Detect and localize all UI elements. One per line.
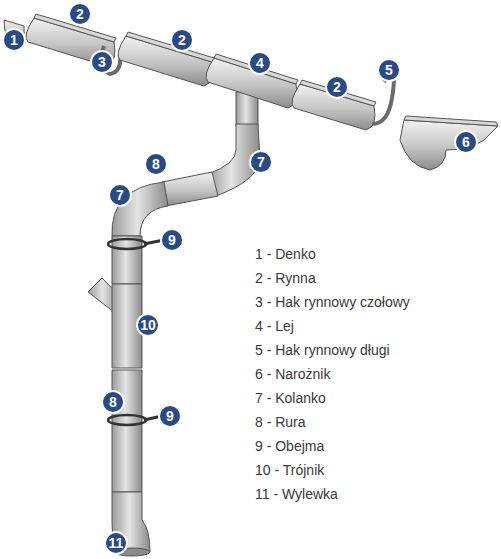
callout-circle: [250, 151, 272, 173]
callout-circle: [159, 405, 181, 427]
callout-circle: [249, 52, 271, 74]
bracket-ring: [108, 239, 146, 249]
callout-text: 7: [257, 155, 265, 169]
long-hook: [372, 75, 394, 124]
part-name: 4 - Lej: [255, 318, 294, 335]
part-name: 9 - Obejma: [255, 438, 324, 455]
callout-number: 9: [158, 404, 182, 428]
callout-number: 11: [104, 531, 128, 555]
callout-number: 2: [68, 2, 92, 26]
callout-number: 5: [377, 58, 401, 82]
callout-number: 9: [160, 228, 184, 252]
callout-number: 2: [170, 28, 194, 52]
callout-text: 2: [178, 33, 186, 47]
callout-text: 4: [256, 56, 264, 70]
callout-circle: [69, 3, 91, 25]
callout-circle: [326, 76, 348, 98]
part-name: 3 - Hak rynnowy czołowy: [255, 294, 410, 311]
pipe: [112, 370, 142, 492]
gutter-lip: [126, 32, 214, 62]
callout-number: 6: [454, 130, 478, 154]
callout-text: 3: [98, 55, 106, 69]
callout-circle: [161, 229, 183, 251]
callout-circle: [145, 153, 167, 175]
callout-number: 7: [249, 150, 273, 174]
callout-text: 2: [76, 7, 84, 21]
callout-number: 10: [136, 313, 160, 337]
callout-circle: [109, 184, 131, 206]
callout-text: 6: [462, 135, 470, 149]
callout-number: 8: [101, 390, 125, 414]
callout-text: 8: [109, 395, 117, 409]
part-name: 8 - Rura: [255, 414, 306, 431]
callout-text: 8: [152, 157, 160, 171]
callout-text: 10: [140, 318, 156, 332]
callout-number: 1: [2, 28, 26, 52]
callout-text: 5: [385, 63, 393, 77]
part-name: 5 - Hak rynnowy długi: [255, 342, 390, 359]
callout-number: 4: [248, 51, 272, 75]
elbow: [112, 182, 168, 236]
bracket-ring: [108, 415, 146, 425]
part-name: 1 - Denko: [255, 246, 316, 263]
part-name: 11 - Wylewka: [255, 486, 338, 503]
callout-circle: [378, 59, 400, 81]
callout-number: 8: [144, 152, 168, 176]
part-name: 7 - Kolanko: [255, 390, 326, 407]
callout-circle: [171, 29, 193, 51]
pipe: [162, 172, 218, 206]
part-name: 2 - Rynna: [255, 270, 316, 287]
callout-circle: [137, 314, 159, 336]
callout-circle: [105, 532, 127, 554]
callout-text: 2: [333, 80, 341, 94]
callout-text: 7: [116, 188, 124, 202]
callout-text: 11: [109, 536, 124, 550]
gutter-lip: [404, 116, 498, 126]
callout-circle: [455, 131, 477, 153]
callout-circle: [91, 51, 113, 73]
callout-number: 2: [325, 75, 349, 99]
pipe: [112, 236, 142, 284]
callout-text: 9: [168, 233, 176, 247]
callout-text: 1: [10, 33, 18, 47]
corner-piece: [400, 120, 498, 170]
callout-number: 7: [108, 183, 132, 207]
callout-text: 9: [166, 409, 174, 423]
callout-circle: [3, 29, 25, 51]
part-name: 6 - Narożnik: [255, 366, 330, 383]
callout-number: 3: [90, 50, 114, 74]
callout-circle: [102, 391, 124, 413]
gutter-lip: [300, 80, 376, 106]
part-name: 10 - Trójnik: [255, 462, 324, 479]
